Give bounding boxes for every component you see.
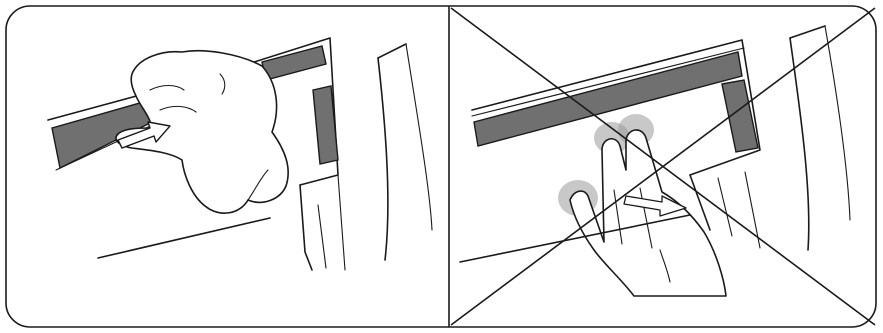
slot-bar-top-left [262, 46, 326, 80]
device-side-curve-left-2 [406, 44, 432, 230]
device-side-panel-left [378, 44, 406, 58]
device-side-curve-left [378, 58, 388, 260]
slot-vertical-right [722, 80, 758, 152]
figure-frame [6, 6, 876, 327]
incorrect-method-panel [451, 8, 875, 325]
floor-line-left [98, 218, 270, 258]
device-edge-right-1 [718, 178, 732, 236]
device-edge-left-2 [338, 175, 345, 270]
device-side-curve-right-2 [825, 26, 850, 220]
device-edge-left-1 [318, 205, 326, 268]
device-face-left [300, 185, 312, 270]
correct-method-panel [48, 38, 432, 270]
device-side-panel-right [790, 26, 825, 38]
